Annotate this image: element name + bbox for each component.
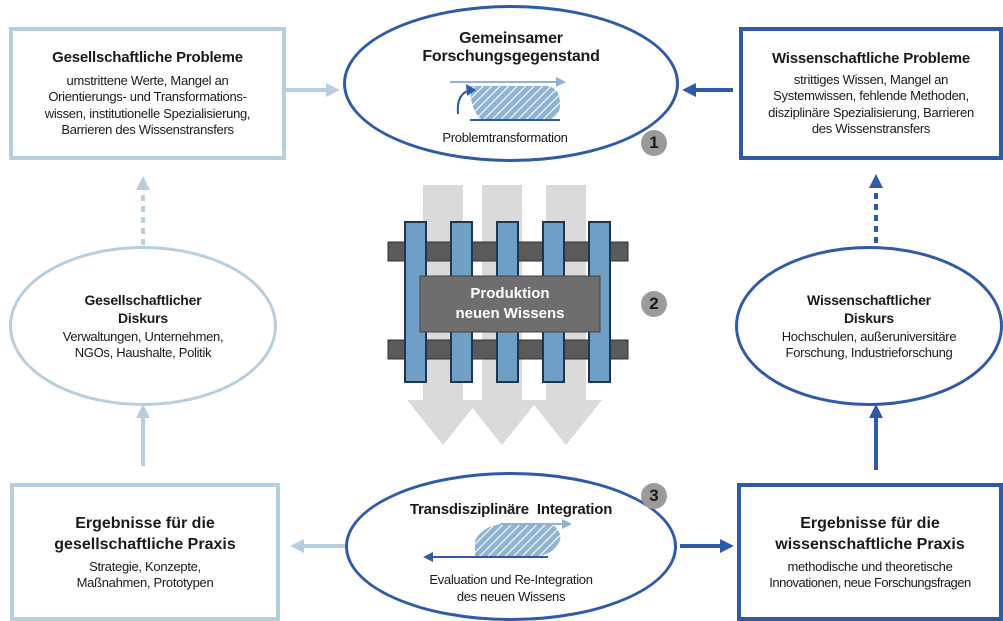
arrow-integration-to-scientific-results — [680, 539, 734, 553]
societal-discourse-title: Diskurs — [118, 309, 168, 326]
step-2-badge: 2 — [641, 291, 667, 317]
scientific-problems-line: disziplinäre Spezialisierung, Barrieren — [768, 104, 974, 120]
scientific-results-title: Ergebnisse für die — [800, 514, 940, 532]
scientific-results-box: Ergebnisse für die wissenschaftliche Pra… — [737, 483, 1003, 621]
scientific-results-line: methodische und theoretische — [787, 558, 953, 574]
scientific-discourse-line: Hochschulen, außeruniversitäre — [781, 328, 957, 344]
societal-discourse-ellipse: Gesellschaftlicher Diskurs Verwaltungen,… — [9, 246, 277, 406]
societal-problems-box: Gesellschaftliche Probleme umstrittene W… — [9, 27, 286, 160]
societal-problems-line: Barrieren des Wissenstransfers — [61, 122, 234, 137]
integration-title: Transdisziplinäre Integration — [409, 501, 613, 518]
scientific-problems-line: Systemwissen, fehlende Methoden, — [773, 88, 969, 103]
societal-discourse-line: NGOs, Haushalte, Politik — [74, 345, 212, 360]
scientific-problems-line: des Wissenstransfers — [811, 121, 931, 136]
scientific-discourse-line: Forschung, Industrieforschung — [785, 345, 953, 360]
societal-results-line: Strategie, Konzepte, — [89, 558, 201, 574]
arrow-societal-problems-to-research-object — [285, 83, 340, 97]
integration-line: Evaluation und Re-Integration — [429, 572, 593, 587]
societal-discourse-title: Gesellschaftlicher — [84, 291, 202, 308]
societal-results-title: Ergebnisse für die — [75, 514, 215, 532]
research-object-ellipse: Gemeinsamer Forschungsgegenstand — [343, 5, 679, 162]
research-object-title: Gemeinsamer — [459, 30, 563, 47]
knowledge-production-line: neuen Wissens — [455, 305, 565, 322]
knowledge-production-box — [419, 275, 601, 333]
research-object-title: Forschungsgegenstand — [422, 48, 600, 65]
scientific-results-line: Innovationen, neue Forschungsfragen — [769, 575, 971, 590]
step-3-badge: 3 — [641, 483, 667, 509]
scientific-problems-box: Wissenschaftliche Probleme strittiges Wi… — [739, 27, 1003, 160]
scientific-problems-line: strittiges Wissen, Mangel an — [793, 71, 949, 87]
arrow-societal-discourse-to-problems-dotted — [136, 176, 150, 245]
step-1-badge: 1 — [641, 130, 667, 156]
arrow-societal-results-to-discourse — [136, 404, 150, 466]
knowledge-production-line: Produktion — [470, 285, 550, 302]
societal-results-box: Ergebnisse für die gesellschaftliche Pra… — [10, 483, 280, 621]
arrow-scientific-results-to-discourse — [869, 404, 883, 470]
problem-transformation-caption: Problemtransformation — [442, 130, 568, 145]
societal-discourse-line: Verwaltungen, Unternehmen, — [62, 328, 224, 344]
scientific-results-title: wissenschaftliche Praxis — [775, 535, 965, 553]
societal-results-title: gesellschaftliche Praxis — [54, 535, 236, 553]
knowledge-production-label: Produktion neuen Wissens — [420, 276, 600, 332]
scientific-discourse-ellipse: Wissenschaftlicher Diskurs Hochschulen, … — [735, 246, 1003, 406]
societal-problems-title: Gesellschaftliche Probleme — [52, 48, 243, 66]
scientific-discourse-title: Diskurs — [844, 309, 894, 326]
integration-line: des neuen Wissens — [456, 589, 566, 604]
arrow-scientific-problems-to-research-object — [682, 83, 733, 97]
societal-problems-line: wissen, institutionelle Spezialisierung, — [44, 105, 251, 121]
scientific-problems-title: Wissenschaftliche Probleme — [771, 49, 971, 67]
societal-problems-line: umstrittene Werte, Mangel an — [66, 72, 229, 88]
societal-results-line: Maßnahmen, Prototypen — [76, 575, 214, 590]
arrow-scientific-discourse-to-problems-dotted — [869, 174, 883, 243]
scientific-discourse-title: Wissenschaftlicher — [807, 291, 931, 308]
societal-problems-line: Orientierungs- und Transformations- — [48, 89, 247, 104]
arrow-integration-to-societal-results — [290, 539, 345, 553]
